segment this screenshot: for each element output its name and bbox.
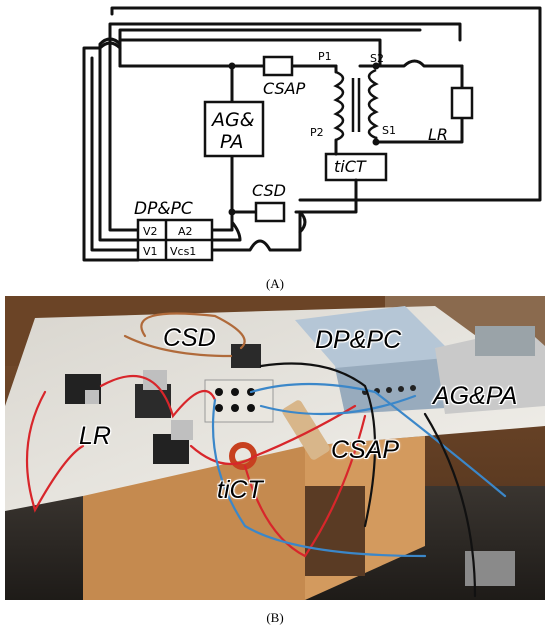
lr-heatsinks xyxy=(65,370,193,464)
table-side xyxy=(83,446,305,600)
caption-b: (B) xyxy=(266,610,284,625)
wire-outer-2 xyxy=(90,56,140,252)
wire-top-1 xyxy=(110,6,542,202)
wire-copper-1 xyxy=(140,312,246,350)
csd-resistor xyxy=(254,201,286,223)
wire-outer-4 xyxy=(108,22,462,232)
wire-black-1 xyxy=(259,362,377,528)
floor-transformer xyxy=(305,486,365,576)
vcs1-label: Vcs1 xyxy=(170,245,196,258)
secondary-winding xyxy=(367,68,379,140)
wire-red-3 xyxy=(189,404,357,466)
primary-winding xyxy=(333,70,345,142)
dppc-box xyxy=(136,218,214,262)
photo-label-tict: tiCT xyxy=(217,476,263,504)
csd-label: CSD xyxy=(252,181,286,200)
agpa-label-2: PA xyxy=(220,131,244,153)
csap-resistor xyxy=(262,55,294,77)
lab-photo: CSD DP&PC LR AG&PA CSAP tiCT xyxy=(5,296,545,600)
wire-red-1 xyxy=(25,390,85,513)
wire-outer-5 xyxy=(118,28,422,68)
lab-photo-drawing xyxy=(5,296,545,600)
agpa-label-1: AG& xyxy=(210,109,255,131)
photo-label-csd: CSD xyxy=(163,324,216,352)
wire-blue-3 xyxy=(259,394,417,416)
photo-label-agpa: AG&PA xyxy=(433,382,518,410)
wire-top-2 xyxy=(98,41,122,50)
lr-label: LR xyxy=(428,125,448,144)
lr-resistor xyxy=(450,86,474,120)
photo-label-lr: LR xyxy=(79,422,111,450)
wire-black-2 xyxy=(423,412,477,598)
p2-label: P2 xyxy=(310,126,324,139)
photo-label-dppc: DP&PC xyxy=(315,326,402,354)
v2-label: V2 xyxy=(143,225,158,238)
wire-red-4 xyxy=(243,414,367,558)
oscilloscope xyxy=(475,326,535,356)
s1-label: S1 xyxy=(382,124,396,137)
a2-label: A2 xyxy=(178,225,193,238)
wire-lr xyxy=(374,64,464,144)
wire-outer-1 xyxy=(82,46,140,262)
node-dot-s2 xyxy=(372,62,380,70)
node-dot-s1 xyxy=(372,138,380,146)
wire-right xyxy=(298,210,307,234)
photo-label-csap: CSAP xyxy=(331,436,400,464)
csd-heatsink xyxy=(231,344,261,368)
wire-s2-hop xyxy=(378,59,464,68)
switch-panel xyxy=(204,379,274,423)
wire-blue-1 xyxy=(211,398,427,558)
node-dot-csd xyxy=(228,208,236,216)
wire-blue-2 xyxy=(249,382,507,498)
wire-copper-2 xyxy=(123,334,233,358)
csap-label: CSAP xyxy=(263,79,306,98)
node-dot-top xyxy=(228,62,236,70)
agpa-block xyxy=(203,100,265,158)
circuit-schematic: CSAP AG& PA P1 P2 S2 S1 tiCT LR CSD DP&P… xyxy=(82,6,542,262)
p1-label: P1 xyxy=(318,50,332,63)
dppc-front xyxy=(335,358,445,414)
wire-s2-bus xyxy=(118,38,382,68)
wire-vcs1 xyxy=(210,210,302,252)
wire-agpa-bot xyxy=(210,154,242,242)
wire-red-2 xyxy=(99,374,217,419)
v1-label: V1 xyxy=(143,245,158,258)
tict-box xyxy=(324,152,388,182)
tict-label: tiCT xyxy=(334,157,367,176)
s2-label: S2 xyxy=(370,52,384,65)
dppc-label: DP&PC xyxy=(134,199,193,219)
caption-a: (A) xyxy=(265,276,285,291)
csap-cylinder xyxy=(282,400,330,460)
wire-tict-return xyxy=(230,178,358,214)
wire-a2 xyxy=(210,210,234,232)
